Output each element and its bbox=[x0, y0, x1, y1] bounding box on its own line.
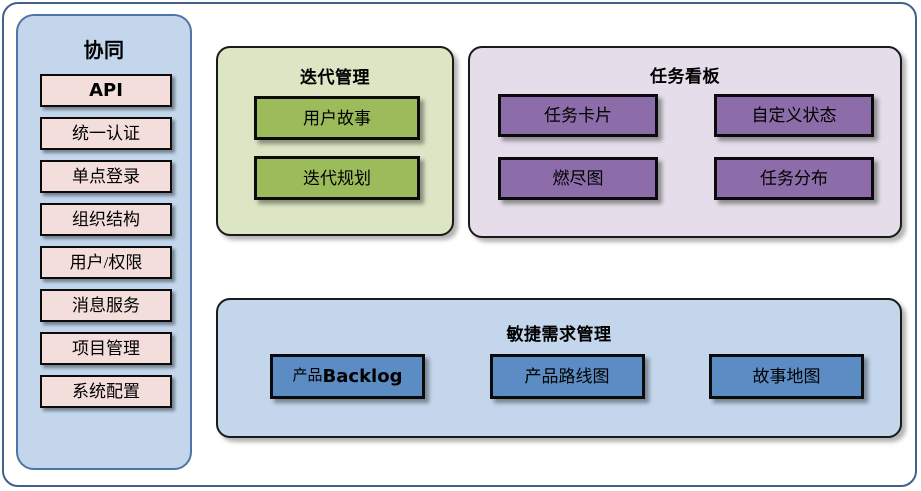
sidebar-item-list: API 统一认证 单点登录 组织结构 用户/权限 消息服务 项目管理 系统配置 bbox=[40, 74, 172, 418]
agile-item-product-backlog-latin: Backlog bbox=[322, 365, 403, 387]
agile-item-story-map[interactable]: 故事地图 bbox=[709, 354, 864, 399]
task-board-title: 任务看板 bbox=[650, 67, 720, 87]
iteration-management-panel: 迭代管理 用户故事 迭代规划 bbox=[216, 46, 454, 236]
sidebar-title: 协同 bbox=[83, 38, 125, 62]
sidebar-item-user-permission[interactable]: 用户/权限 bbox=[40, 246, 172, 279]
agile-item-product-roadmap[interactable]: 产品路线图 bbox=[489, 354, 645, 399]
task-board-item-custom-status[interactable]: 自定义状态 bbox=[714, 94, 874, 137]
task-board-item-task-distribution[interactable]: 任务分布 bbox=[714, 157, 874, 200]
sidebar-item-api[interactable]: API bbox=[40, 74, 172, 107]
iteration-item-iteration-planning[interactable]: 迭代规划 bbox=[254, 156, 420, 200]
task-board-item-grid: 任务卡片 自定义状态 燃尽图 任务分布 bbox=[498, 94, 874, 200]
sidebar-item-unified-auth[interactable]: 统一认证 bbox=[40, 117, 172, 150]
task-board-panel: 任务看板 任务卡片 自定义状态 燃尽图 任务分布 bbox=[468, 46, 902, 238]
task-board-item-burndown-chart[interactable]: 燃尽图 bbox=[498, 157, 658, 200]
sidebar-item-single-sign-on[interactable]: 单点登录 bbox=[40, 160, 172, 193]
sidebar-panel-collaboration: 协同 API 统一认证 单点登录 组织结构 用户/权限 消息服务 项目管理 系统… bbox=[16, 14, 192, 470]
iteration-item-list: 用户故事 迭代规划 bbox=[254, 96, 420, 216]
sidebar-item-org-structure[interactable]: 组织结构 bbox=[40, 203, 172, 236]
sidebar-item-message-service[interactable]: 消息服务 bbox=[40, 289, 172, 322]
agile-requirement-management-title: 敏捷需求管理 bbox=[506, 325, 612, 345]
iteration-item-user-story[interactable]: 用户故事 bbox=[254, 96, 420, 140]
task-board-item-task-card[interactable]: 任务卡片 bbox=[498, 94, 658, 137]
agile-item-product-backlog-cjk: 产品 bbox=[292, 368, 323, 384]
iteration-management-title: 迭代管理 bbox=[300, 68, 370, 88]
sidebar-item-project-management[interactable]: 项目管理 bbox=[40, 332, 172, 365]
sidebar-item-system-config[interactable]: 系统配置 bbox=[40, 375, 172, 408]
